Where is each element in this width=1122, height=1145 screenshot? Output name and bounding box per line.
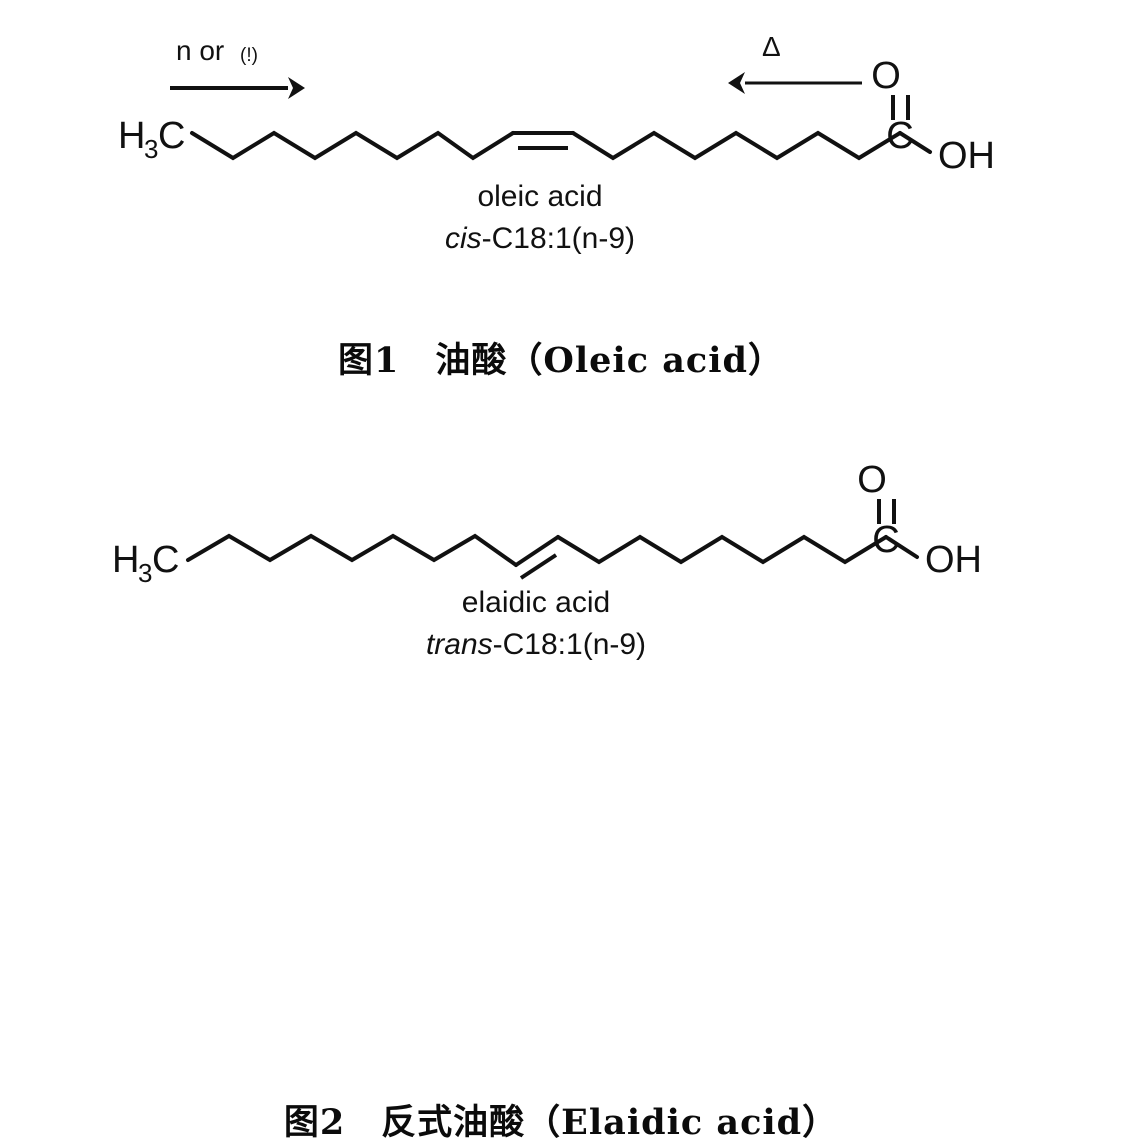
carboxyl-carbon-label: C: [872, 519, 899, 561]
hydroxyl-label: OH: [925, 539, 982, 581]
chain-right-segment: [556, 534, 888, 565]
molecule-geometry-prefix: cis: [445, 222, 482, 255]
carbonyl-oxygen-label: O: [857, 459, 887, 501]
chain-right-segment: [571, 130, 902, 161]
terminal-methyl-label: H 3 C: [118, 115, 185, 164]
forward-arrow-label: n or: [176, 35, 224, 66]
terminal-methyl-H: H: [112, 539, 139, 581]
molecule-common-name: oleic acid: [477, 180, 602, 213]
forward-arrow: n or (!): [170, 35, 305, 99]
chain-left-segment: [186, 533, 518, 567]
double-bond-trans-outer: [514, 535, 560, 567]
double-bond-trans-inner: [519, 553, 558, 580]
terminal-methyl-label: H 3 C: [112, 539, 179, 588]
carboxyl-group: O C OH: [871, 55, 995, 177]
molecule-systematic-rest: -C18:1(n-9): [493, 628, 646, 660]
structure-diagram-oleic-acid: n or (!) Δ H 3 C: [0, 0, 1122, 270]
carbon-skeleton-cis: [190, 130, 932, 161]
forward-arrow-head: [288, 77, 305, 99]
carbonyl-oxygen-label: O: [871, 55, 901, 97]
figure-elaidic-acid: H 3 C O C O: [0, 400, 1122, 1143]
terminal-methyl-C: C: [158, 115, 185, 157]
carboxyl-group: O C OH: [857, 459, 982, 581]
forward-arrow-label-small: (!): [240, 45, 258, 66]
terminal-methyl-subscript: 3: [144, 134, 158, 164]
molecule-geometry-prefix: trans: [426, 628, 493, 660]
reverse-arrow: Δ: [728, 31, 862, 94]
bond-c-to-oh: [884, 535, 919, 559]
reverse-arrow-head: [728, 72, 745, 94]
molecule-systematic-name: cis-C18:1(n-9): [445, 222, 635, 255]
terminal-methyl-C: C: [152, 539, 179, 581]
reverse-arrow-label: Δ: [762, 31, 781, 62]
carboxyl-carbon-label: C: [886, 115, 913, 157]
figure-2-caption: 图2 反式油酸（Elaidic acid）: [283, 1102, 839, 1143]
hydroxyl-label: OH: [938, 135, 995, 177]
terminal-methyl-subscript: 3: [138, 558, 152, 588]
figure-oleic-acid: n or (!) Δ H 3 C: [0, 0, 1122, 400]
molecule-common-name: elaidic acid: [462, 586, 610, 619]
terminal-methyl-H: H: [118, 115, 145, 157]
bond-c-to-oh: [898, 131, 932, 154]
molecule-systematic-rest: -C18:1(n-9): [482, 222, 635, 255]
figure-1-caption: 图1 油酸（Oleic acid）: [338, 340, 784, 381]
structure-diagram-elaidic-acid: H 3 C O C O: [0, 400, 1122, 660]
chain-left-segment: [190, 130, 515, 161]
carbon-skeleton-trans: [186, 533, 919, 567]
molecule-systematic-name: trans-C18:1(n-9): [426, 628, 646, 660]
